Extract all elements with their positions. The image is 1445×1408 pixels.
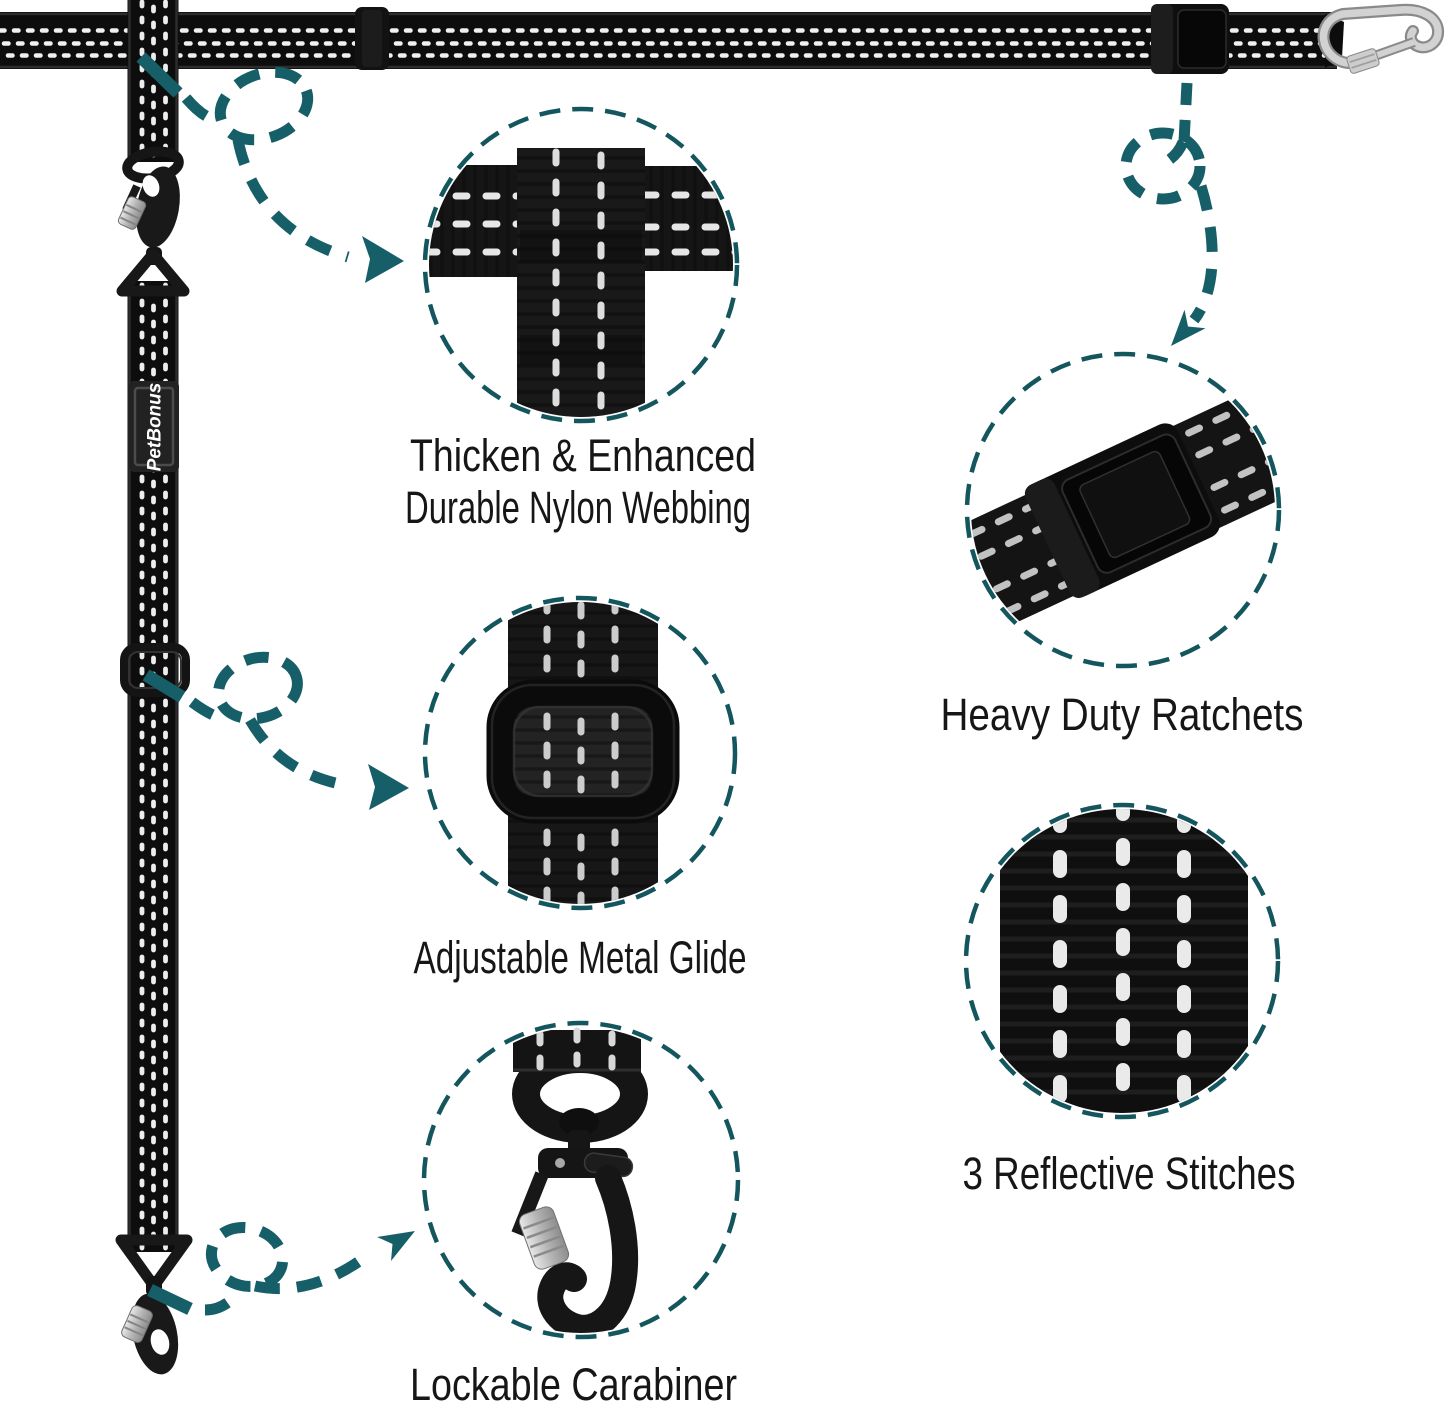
- svg-text:Durable Nylon Webbing: Durable Nylon Webbing: [405, 482, 751, 533]
- svg-text:Adjustable Metal Glide: Adjustable Metal Glide: [414, 932, 747, 983]
- svg-text:3 Reflective Stitches: 3 Reflective Stitches: [963, 1148, 1296, 1199]
- svg-text:Lockable Carabiner: Lockable Carabiner: [410, 1359, 737, 1408]
- svg-text:PetBonus: PetBonus: [145, 383, 166, 472]
- svg-text:Heavy Duty Ratchets: Heavy Duty Ratchets: [941, 689, 1304, 740]
- svg-text:Thicken & Enhanced: Thicken & Enhanced: [410, 430, 756, 481]
